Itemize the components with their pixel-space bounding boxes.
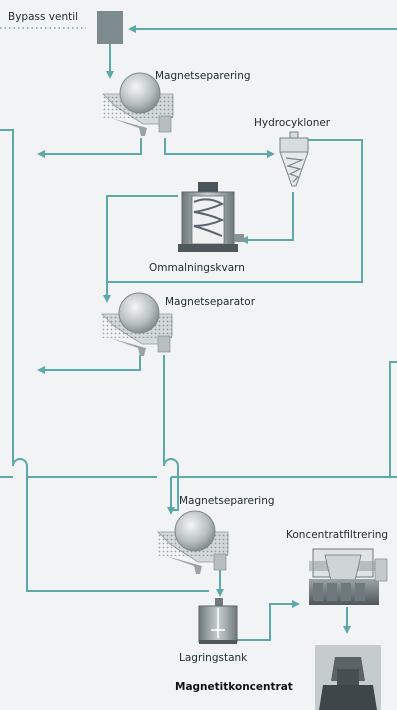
line-sep1-to-hydro xyxy=(164,138,268,155)
line-hydro-to-mill xyxy=(247,192,294,241)
line-sep2-to-sep3 xyxy=(163,355,179,511)
left-vertical-line xyxy=(0,129,209,592)
arrowhead xyxy=(128,25,136,33)
label-regrind-mill: Ommalningskvarn xyxy=(149,262,245,274)
arrowhead xyxy=(216,589,224,597)
label-mag-sep-3: Magnetseparering xyxy=(179,495,275,507)
label-concentrate-filtering: Koncentratfiltrering xyxy=(286,529,388,541)
magnetic-separator-1 xyxy=(102,72,174,136)
bypass-valve-box xyxy=(97,11,123,44)
regrind-mill xyxy=(178,182,244,252)
label-mag-sep-1: Magnetseparering xyxy=(155,70,251,82)
line-sep2-tailings xyxy=(44,355,141,371)
line-sep1-tailings xyxy=(44,138,142,155)
label-magnetite-concentrate: Magnetitkoncentrat xyxy=(175,681,293,693)
label-hydrocyclones: Hydrocykloner xyxy=(254,117,331,129)
arrowhead xyxy=(167,507,175,515)
magnetite-concentrate-silo xyxy=(315,645,381,710)
arrowhead xyxy=(343,626,351,634)
label-mag-separator: Magnetseparator xyxy=(165,296,256,308)
arrowhead xyxy=(292,600,300,608)
arrowhead xyxy=(106,71,114,79)
flow-lines xyxy=(0,25,397,641)
arrowhead xyxy=(103,295,111,303)
label-storage-tank: Lagringstank xyxy=(179,652,248,664)
hydrocyclone xyxy=(279,131,309,187)
line-tank-to-filter xyxy=(237,603,293,641)
arrowhead xyxy=(37,366,45,374)
line-hydro-overflow xyxy=(106,139,363,283)
concentrate-filter xyxy=(309,548,388,605)
storage-tank xyxy=(198,598,238,644)
arrowhead xyxy=(267,150,275,158)
magnetic-separator-2 xyxy=(101,292,173,356)
magnetic-separator-3 xyxy=(157,510,229,574)
line-right-riser xyxy=(389,361,397,477)
arrowhead xyxy=(37,150,45,158)
label-bypass-valve: Bypass ventil xyxy=(8,11,78,23)
